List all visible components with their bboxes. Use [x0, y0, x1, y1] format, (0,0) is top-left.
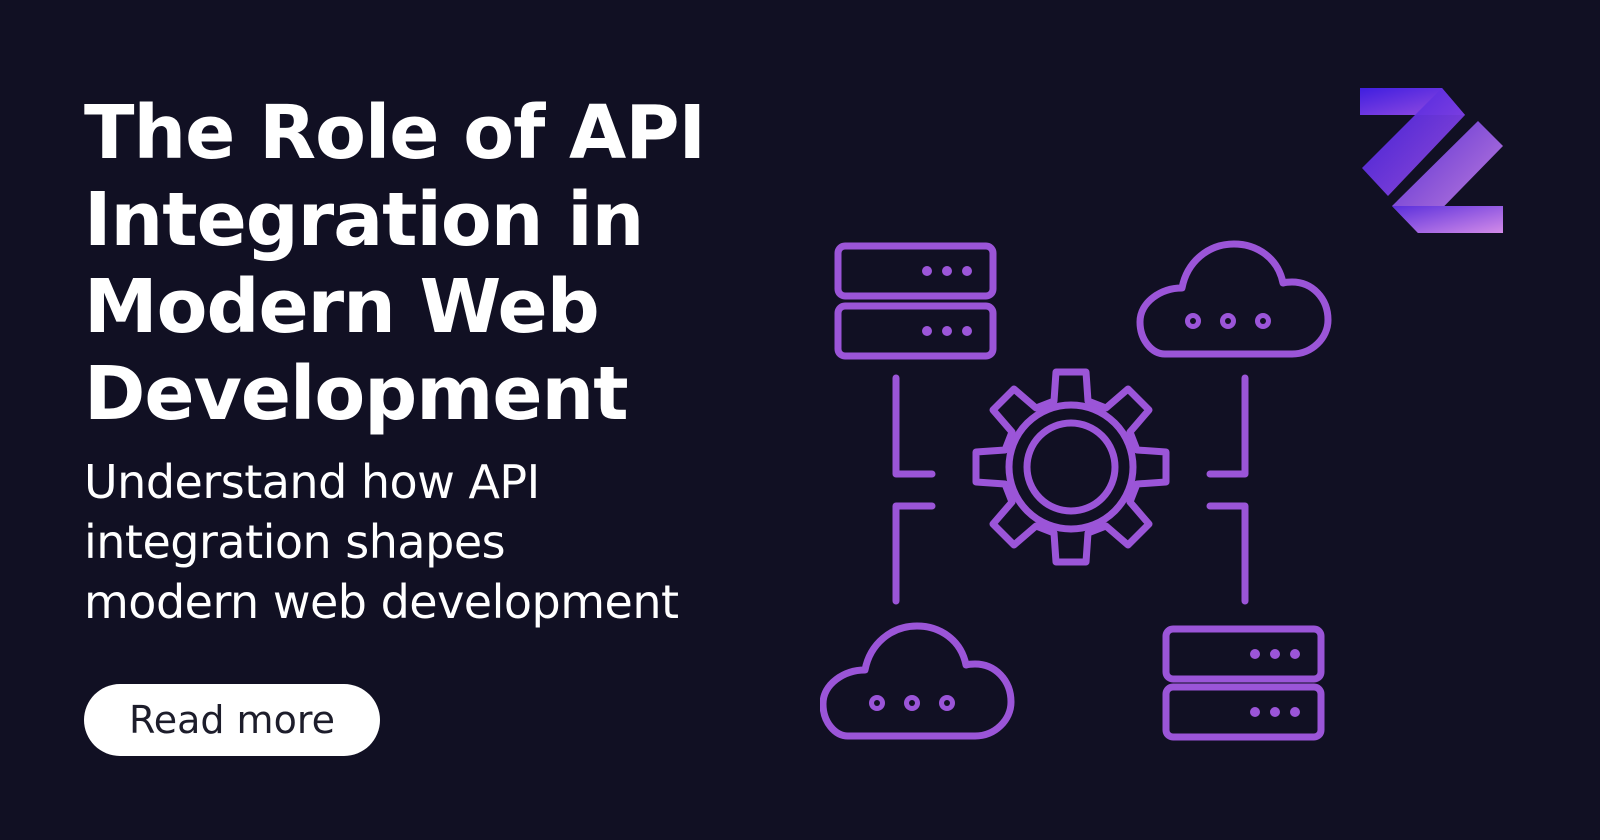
gear-icon	[972, 368, 1170, 566]
server-icon	[1162, 625, 1325, 741]
read-more-button[interactable]: Read more	[84, 684, 380, 756]
subheadline-line: Understand how API	[84, 455, 540, 509]
headline-line: Modern Web	[84, 264, 600, 350]
subheadline-line: integration shapes	[84, 515, 506, 569]
connector-lines	[892, 374, 1249, 605]
headline: The Role of API Integration in Modern We…	[84, 90, 804, 438]
server-icon	[834, 242, 997, 360]
cloud-icon	[820, 622, 1015, 740]
headline-line: The Role of API	[84, 90, 706, 176]
headline-line: Development	[84, 351, 629, 437]
subheadline-line: modern web development	[84, 575, 679, 629]
headline-line: Integration in	[84, 177, 644, 263]
brand-logo-icon	[1360, 88, 1503, 233]
api-integration-illustration	[820, 240, 1332, 741]
cloud-icon	[1136, 240, 1332, 358]
subheadline: Understand how API integration shapes mo…	[84, 452, 804, 632]
